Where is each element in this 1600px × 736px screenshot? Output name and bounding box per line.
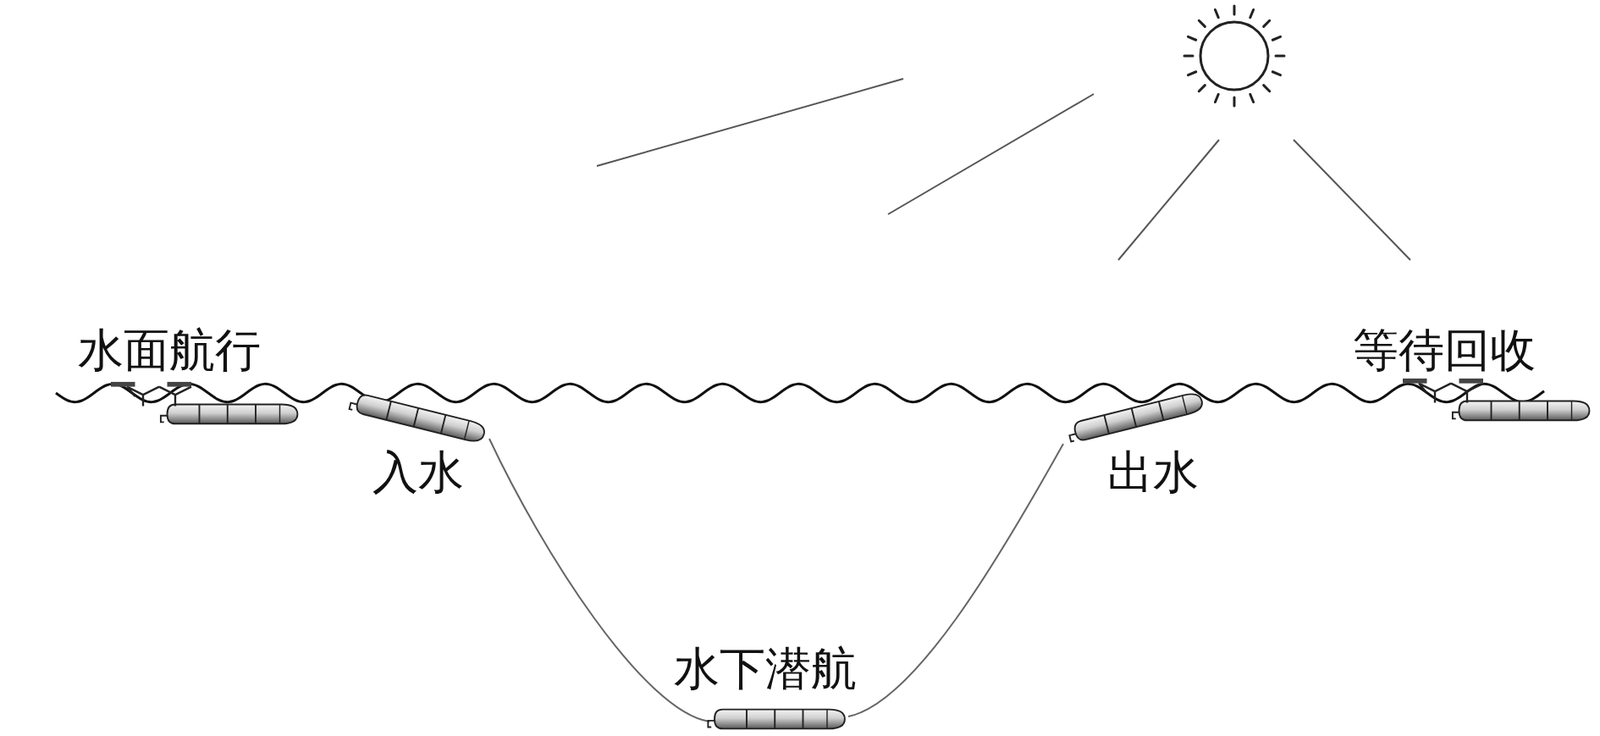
sun-ray [1233,5,1236,15]
sun-ray [1250,9,1254,17]
sun-ray [1198,20,1205,27]
sun-ray [1272,36,1280,40]
sun-ray [1233,97,1236,106]
trajectory [848,443,1064,717]
sun-ray [1263,20,1270,27]
stage-label: 水下潜航 [673,643,857,694]
stage-label: 水面航行 [77,325,261,376]
glider-vehicle [1066,391,1204,443]
sun-ray [1187,71,1196,76]
sun-ray [1214,93,1219,102]
stage-label: 等待回收 [1352,325,1536,376]
light-ray [596,78,1411,260]
sun-ray [1275,55,1285,58]
sun-ray [1250,93,1254,102]
glider-vehicle [1402,378,1589,420]
glider-vehicle [348,391,486,444]
sun-ray [1214,9,1219,17]
water-surface [55,383,1545,402]
sun-ray [1272,71,1280,76]
glider-vehicle [110,381,298,424]
sun-ray [1263,85,1270,92]
glider-vehicle [707,709,845,729]
stage-label: 入水 [372,446,464,497]
stage-label: 出水 [1107,446,1199,497]
sun-ray [1198,85,1205,92]
sun [1184,5,1285,106]
sun-ray [1184,55,1193,58]
sun-ray [1187,36,1196,40]
